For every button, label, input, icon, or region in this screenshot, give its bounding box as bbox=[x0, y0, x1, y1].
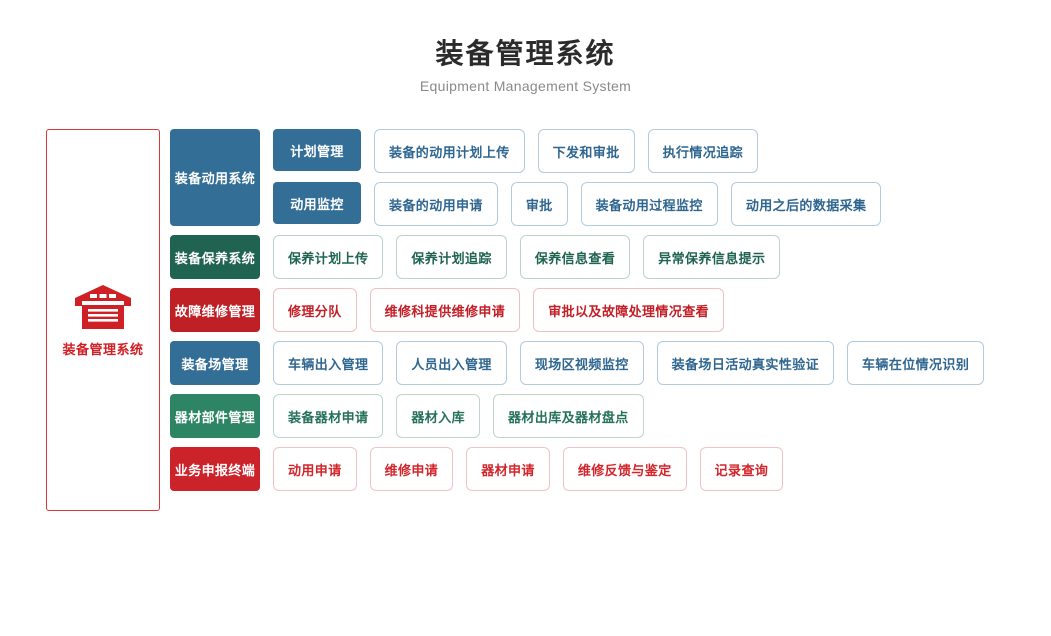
module-row: 装备场管理车辆出入管理人员出入管理现场区视频监控装备场日活动真实性验证车辆在位情… bbox=[170, 341, 985, 385]
module-item[interactable]: 审批 bbox=[510, 182, 568, 226]
module-item[interactable]: 保养计划追踪 bbox=[396, 235, 507, 279]
row-body: 修理分队维修科提供维修申请审批以及故障处理情况查看 bbox=[260, 288, 725, 332]
hero-label: 装备管理系统 bbox=[62, 341, 144, 357]
module-subrow: 保养计划上传保养计划追踪保养信息查看异常保养信息提示 bbox=[260, 235, 781, 279]
module-item[interactable]: 装备的动用申请 bbox=[374, 182, 498, 226]
module-row: 器材部件管理装备器材申请器材入库器材出库及器材盘点 bbox=[170, 394, 984, 438]
row-body: 保养计划上传保养计划追踪保养信息查看异常保养信息提示 bbox=[260, 235, 781, 279]
module-item[interactable]: 器材入库 bbox=[396, 394, 481, 438]
module-item[interactable]: 修理分队 bbox=[273, 288, 357, 332]
module-matrix: 装备动用系统计划管理装备的动用计划上传下发和审批执行情况追踪动用监控装备的动用申… bbox=[170, 129, 985, 500]
module-subrow: 车辆出入管理人员出入管理现场区视频监控装备场日活动真实性验证车辆在位情况识别 bbox=[260, 341, 985, 385]
module-item[interactable]: 保养计划上传 bbox=[273, 235, 384, 279]
page-title: 装备管理系统 bbox=[435, 38, 616, 69]
module-item[interactable]: 审批以及故障处理情况查看 bbox=[533, 288, 725, 332]
category-block[interactable]: 装备场管理 bbox=[170, 341, 260, 385]
module-item[interactable]: 维修申请 bbox=[369, 447, 454, 491]
module-row: 故障维修管理修理分队维修科提供维修申请审批以及故障处理情况查看 bbox=[170, 288, 984, 332]
module-item[interactable]: 车辆出入管理 bbox=[273, 341, 384, 385]
module-row: 业务申报终端动用申请维修申请器材申请维修反馈与鉴定记录查询 bbox=[170, 447, 984, 491]
module-subrow: 装备器材申请器材入库器材出库及器材盘点 bbox=[260, 394, 644, 438]
module-item[interactable]: 装备场日活动真实性验证 bbox=[656, 341, 835, 385]
module-row: 装备保养系统保养计划上传保养计划追踪保养信息查看异常保养信息提示 bbox=[170, 235, 984, 279]
module-item[interactable]: 装备的动用计划上传 bbox=[374, 129, 525, 173]
module-item[interactable]: 异常保养信息提示 bbox=[643, 235, 781, 279]
module-item[interactable]: 动用申请 bbox=[273, 447, 357, 491]
module-subrow: 计划管理装备的动用计划上传下发和审批执行情况追踪 bbox=[260, 129, 881, 173]
module-item[interactable]: 维修科提供维修申请 bbox=[369, 288, 521, 332]
module-item[interactable]: 现场区视频监控 bbox=[519, 341, 644, 385]
module-subrow: 动用申请维修申请器材申请维修反馈与鉴定记录查询 bbox=[260, 447, 784, 491]
page-header: 装备管理系统 Equipment Management System bbox=[0, 36, 1051, 94]
module-item[interactable]: 动用之后的数据采集 bbox=[730, 182, 882, 226]
module-item[interactable]: 执行情况追踪 bbox=[647, 129, 759, 173]
module-subrow: 修理分队维修科提供维修申请审批以及故障处理情况查看 bbox=[260, 288, 725, 332]
module-row: 装备动用系统计划管理装备的动用计划上传下发和审批执行情况追踪动用监控装备的动用申… bbox=[170, 129, 984, 226]
module-item[interactable]: 记录查询 bbox=[699, 447, 784, 491]
row-body: 车辆出入管理人员出入管理现场区视频监控装备场日活动真实性验证车辆在位情况识别 bbox=[260, 341, 985, 385]
page-subtitle: Equipment Management System bbox=[419, 78, 632, 94]
category-block[interactable]: 装备动用系统 bbox=[170, 129, 260, 226]
module-item[interactable]: 车辆在位情况识别 bbox=[847, 341, 985, 385]
subcategory-block[interactable]: 动用监控 bbox=[273, 182, 361, 224]
module-subrow: 动用监控装备的动用申请审批装备动用过程监控动用之后的数据采集 bbox=[260, 182, 882, 226]
module-item[interactable]: 器材出库及器材盘点 bbox=[493, 394, 644, 438]
module-item[interactable]: 人员出入管理 bbox=[396, 341, 507, 385]
warehouse-icon bbox=[74, 283, 132, 329]
row-body: 计划管理装备的动用计划上传下发和审批执行情况追踪动用监控装备的动用申请审批装备动… bbox=[260, 129, 882, 226]
module-item[interactable]: 维修反馈与鉴定 bbox=[562, 447, 687, 491]
category-block[interactable]: 故障维修管理 bbox=[170, 288, 260, 332]
category-block[interactable]: 器材部件管理 bbox=[170, 394, 260, 438]
category-block[interactable]: 业务申报终端 bbox=[170, 447, 260, 491]
module-item[interactable]: 下发和审批 bbox=[537, 129, 635, 173]
category-block[interactable]: 装备保养系统 bbox=[170, 235, 260, 279]
module-item[interactable]: 器材申请 bbox=[466, 447, 550, 491]
module-item[interactable]: 装备动用过程监控 bbox=[580, 182, 718, 226]
module-item[interactable]: 装备器材申请 bbox=[273, 394, 384, 438]
row-body: 装备器材申请器材入库器材出库及器材盘点 bbox=[260, 394, 644, 438]
system-hero-panel: 装备管理系统 bbox=[46, 129, 160, 511]
module-item[interactable]: 保养信息查看 bbox=[519, 235, 631, 279]
subcategory-block[interactable]: 计划管理 bbox=[273, 129, 361, 171]
row-body: 动用申请维修申请器材申请维修反馈与鉴定记录查询 bbox=[260, 447, 784, 491]
